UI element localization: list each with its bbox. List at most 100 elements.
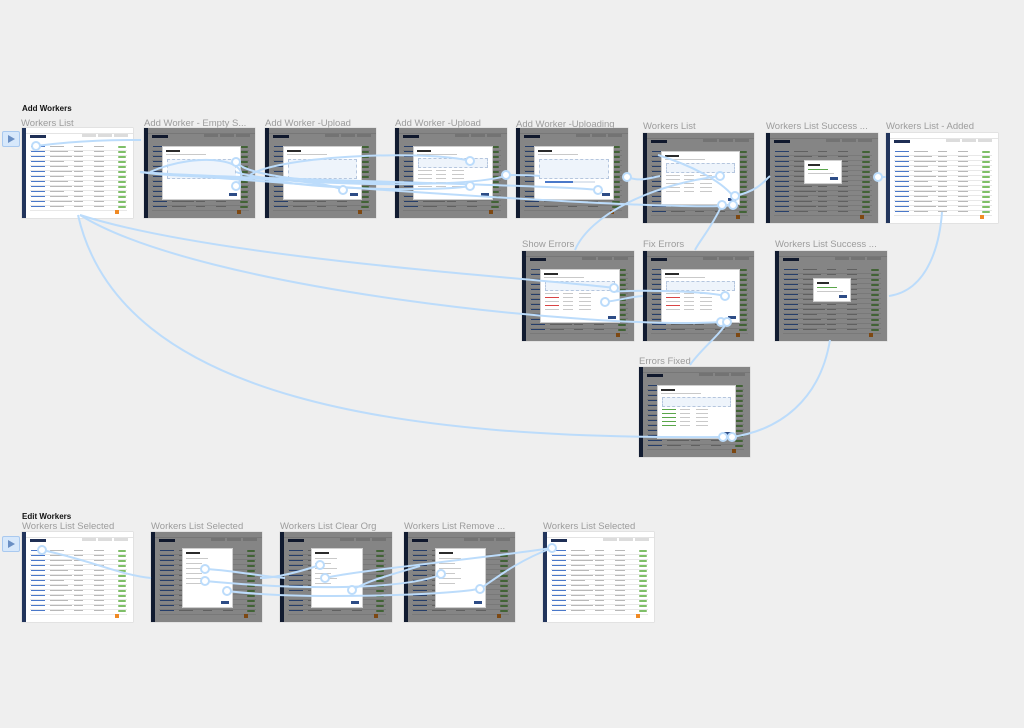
table-row (551, 573, 648, 575)
import-row (544, 297, 559, 299)
table-cell (847, 329, 857, 331)
status-badge (871, 283, 879, 286)
frame-label[interactable]: Workers List - Added (886, 121, 975, 132)
help-badge (980, 215, 984, 219)
table-row (894, 179, 992, 181)
frame-label[interactable]: Show Errors (522, 239, 575, 250)
screen-frame[interactable] (543, 532, 654, 622)
screen-frame[interactable] (516, 128, 628, 218)
frame-label[interactable]: Workers List (643, 121, 696, 132)
worker-name-link (31, 570, 45, 572)
table-cell (50, 146, 64, 148)
toolbar-button (471, 134, 485, 137)
upload-dialog (660, 151, 741, 206)
table-cell (938, 161, 947, 163)
table-cell (571, 580, 585, 582)
status-badge (871, 323, 879, 326)
toolbar-button (867, 257, 881, 260)
worker-name-link (404, 151, 418, 153)
status-badge (982, 150, 990, 153)
screen-frame[interactable] (886, 133, 998, 223)
status-badge (118, 579, 126, 582)
frame-label[interactable]: Workers List Selected (22, 521, 115, 532)
table-cell (847, 289, 857, 291)
screen-frame[interactable] (265, 128, 376, 218)
screen-frame[interactable] (775, 251, 887, 341)
table-row (30, 189, 127, 191)
screen-frame[interactable] (395, 128, 507, 218)
toolbar-button (243, 538, 257, 541)
table-cell (838, 196, 848, 198)
frame-label[interactable]: Workers List Remove ... (404, 521, 506, 532)
import-cell (562, 297, 573, 299)
table-cell (50, 201, 72, 203)
drop-zone (417, 158, 489, 168)
worker-name-link (775, 211, 789, 213)
screen-frame[interactable] (151, 532, 262, 622)
table-cell (50, 181, 68, 183)
worker-name-link (289, 610, 303, 612)
table-cell (958, 201, 968, 203)
toolbar-button (858, 139, 872, 142)
page-title (524, 135, 540, 138)
screen-frame[interactable] (22, 128, 133, 218)
frame-label[interactable]: Workers List Success ... (766, 121, 868, 132)
frame-label[interactable]: Fix Errors (643, 239, 685, 250)
worker-name-link (31, 146, 45, 148)
table-row (647, 443, 744, 445)
frame-label[interactable]: Workers List Success ... (775, 239, 877, 250)
top-bar (269, 128, 376, 134)
status-badge (639, 554, 647, 557)
import-row (665, 179, 680, 181)
table-cell (595, 600, 604, 602)
status-badge (639, 584, 647, 587)
toolbar-button (220, 134, 234, 137)
import-cell (578, 297, 591, 299)
table-cell (571, 550, 585, 552)
table-cell (432, 610, 446, 612)
form-field (315, 583, 332, 585)
screen-frame[interactable] (639, 367, 750, 457)
screen-frame[interactable] (280, 532, 392, 622)
table-cell (938, 171, 947, 173)
import-cell (562, 305, 573, 307)
help-badge (736, 333, 740, 337)
screen-frame[interactable] (522, 251, 634, 341)
status-badge (739, 283, 747, 286)
table-cell (94, 201, 104, 203)
screen-frame[interactable] (404, 532, 515, 622)
help-badge (237, 210, 241, 214)
flow-start-icon[interactable] (2, 131, 20, 147)
table-cell (667, 440, 689, 442)
status-badge (247, 554, 255, 557)
screen-frame[interactable] (766, 133, 878, 223)
screen-frame[interactable] (643, 133, 754, 223)
sidebar (22, 532, 26, 622)
table-cell (74, 565, 83, 567)
import-row (665, 183, 680, 185)
flow-start-icon[interactable] (2, 536, 20, 552)
import-cell (451, 182, 464, 184)
frame-label[interactable]: Workers List Selected (543, 521, 636, 532)
screen-frame[interactable] (144, 128, 255, 218)
screen-frame[interactable] (22, 532, 133, 622)
table-row (783, 277, 881, 279)
table-cell (595, 555, 604, 557)
screen-frame[interactable] (643, 251, 754, 341)
frame-label[interactable]: Errors Fixed (639, 356, 691, 367)
table-cell (938, 176, 947, 178)
worker-name-link (31, 565, 45, 567)
table-cell (914, 166, 928, 168)
frame-label[interactable]: Workers List Selected (151, 521, 244, 532)
dialog-title (186, 552, 201, 555)
drop-zone (538, 159, 610, 179)
table-cell (595, 565, 604, 567)
toolbar-button (608, 134, 622, 137)
flow-connector[interactable] (888, 211, 943, 297)
frame-label[interactable]: Workers List Clear Org (280, 521, 377, 532)
status-badge (871, 273, 879, 276)
table-row (30, 588, 127, 590)
help-badge (636, 614, 640, 618)
table-cell (94, 171, 104, 173)
status-badge (871, 288, 879, 291)
